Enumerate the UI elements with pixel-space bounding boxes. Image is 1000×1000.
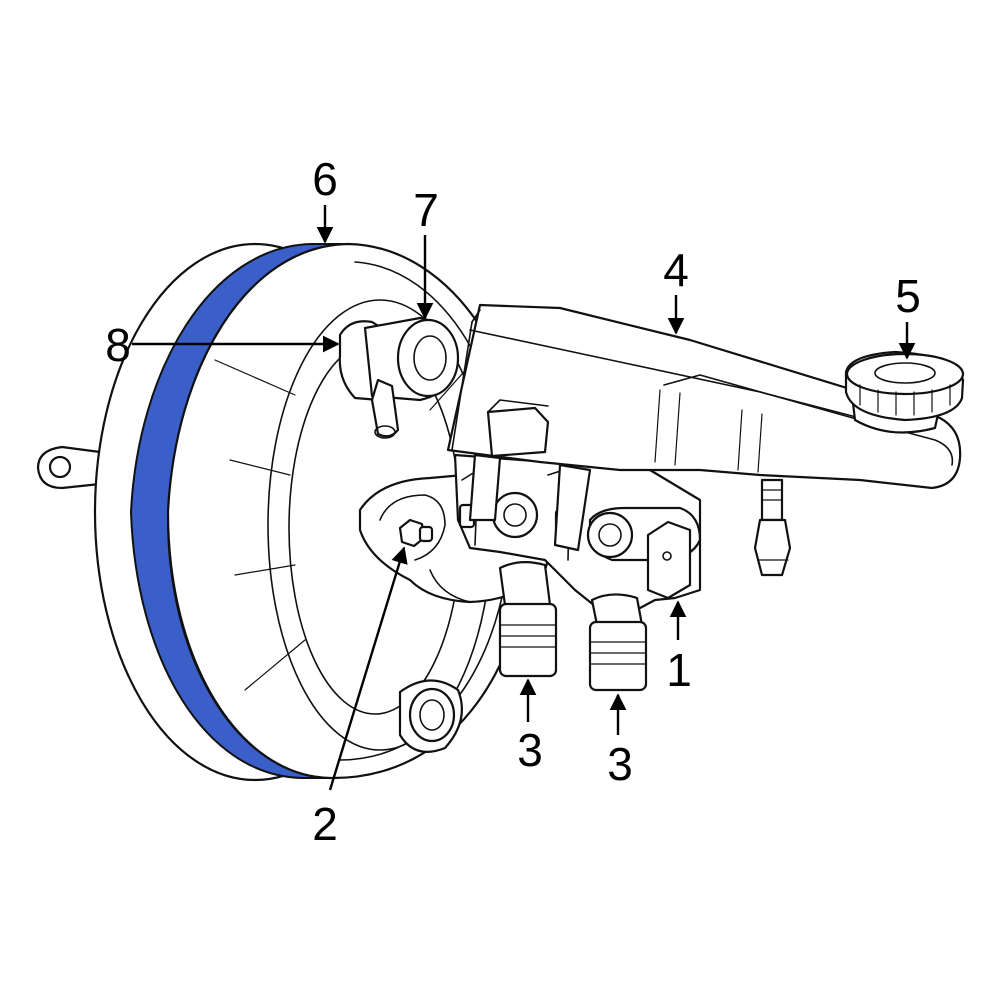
callout-3-left: 3 bbox=[517, 724, 543, 776]
callout-3-right: 3 bbox=[607, 738, 633, 790]
callout-7: 7 bbox=[413, 184, 439, 236]
fluid-reservoir bbox=[446, 303, 962, 552]
callout-4: 4 bbox=[663, 244, 689, 296]
callout-6: 6 bbox=[312, 153, 338, 205]
reservoir-cap bbox=[844, 350, 965, 434]
booster-mounting-eye bbox=[36, 445, 102, 490]
outlet-plug-right bbox=[588, 593, 648, 692]
callout-leaders bbox=[132, 205, 916, 791]
vacuum-check-valve bbox=[338, 316, 460, 439]
mounting-nut bbox=[398, 518, 434, 548]
callout-5: 5 bbox=[895, 270, 921, 322]
booster-lower-stud bbox=[398, 679, 463, 753]
callout-8: 8 bbox=[105, 319, 131, 371]
callout-labels: 6 7 8 4 5 2 1 3 3 bbox=[105, 153, 921, 850]
fluid-level-sensor bbox=[753, 478, 792, 577]
callout-2: 2 bbox=[312, 798, 338, 850]
outlet-plug-left bbox=[498, 561, 558, 678]
leader-2 bbox=[328, 546, 408, 791]
callout-1: 1 bbox=[666, 644, 692, 696]
